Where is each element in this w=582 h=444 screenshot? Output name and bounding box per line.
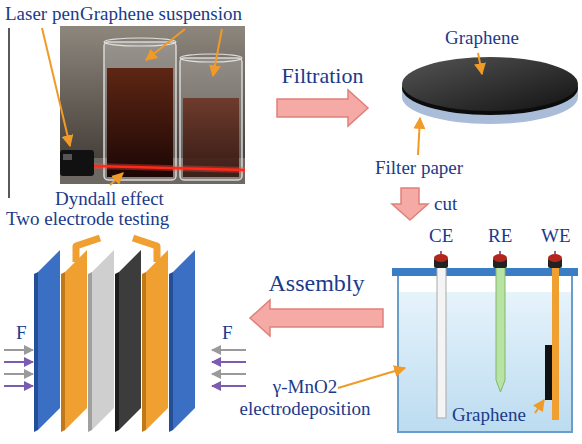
graphene-disk bbox=[402, 57, 578, 124]
node-text: Graphene suspension bbox=[80, 3, 242, 25]
suspension-photo bbox=[60, 26, 245, 184]
process-arrow bbox=[392, 188, 428, 220]
node-text: Laser pen bbox=[5, 3, 79, 25]
node-text: Graphene bbox=[445, 27, 519, 49]
node-text: WE bbox=[541, 225, 571, 247]
leader-lines bbox=[42, 28, 222, 185]
step-label: Filtration bbox=[282, 63, 364, 88]
supercapacitor-stack bbox=[34, 238, 195, 432]
node-text: RE bbox=[488, 225, 512, 247]
margin-bar bbox=[8, 28, 10, 198]
step-label: cut bbox=[434, 193, 457, 215]
node-text: F bbox=[222, 322, 233, 344]
stage-panel: GrapheneFilter paper bbox=[370, 24, 582, 186]
process-note: γ-MnO2 electrodeposition bbox=[225, 376, 385, 420]
node-text: Two electrode testing bbox=[6, 208, 169, 230]
node-text: Filter paper bbox=[375, 157, 463, 179]
stage-panel: Two electrode testingF F bbox=[0, 208, 248, 440]
node-text: Dyndall effect bbox=[55, 188, 164, 210]
stage-panel: Laser penGraphene suspensionDyndall effe… bbox=[0, 0, 275, 214]
force-arrows bbox=[4, 350, 246, 386]
process-arrow bbox=[277, 90, 368, 126]
node-text: CE bbox=[429, 225, 453, 247]
node-text: Graphene bbox=[452, 404, 526, 426]
stage-panel: CE RE WE Graphene bbox=[385, 222, 582, 440]
leader-lines bbox=[418, 53, 482, 155]
step-label: Assembly bbox=[269, 270, 365, 298]
node-text: F bbox=[16, 322, 27, 344]
three-electrode-cell bbox=[392, 251, 578, 432]
process-arrow bbox=[250, 300, 383, 336]
